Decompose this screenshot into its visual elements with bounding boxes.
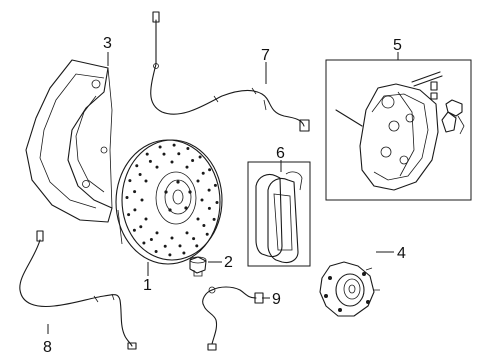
callout-1: 1 bbox=[143, 277, 152, 294]
callout-8: 8 bbox=[43, 339, 52, 356]
drill-hole bbox=[140, 198, 144, 202]
drill-hole bbox=[145, 152, 149, 156]
drill-hole bbox=[127, 213, 131, 217]
drill-hole bbox=[142, 241, 146, 245]
drill-hole bbox=[144, 179, 148, 183]
callout-7: 7 bbox=[261, 47, 270, 64]
drill-hole bbox=[172, 143, 176, 147]
drill-hole bbox=[182, 251, 186, 255]
drill-hole bbox=[195, 244, 199, 248]
drill-hole bbox=[170, 160, 174, 164]
drill-hole bbox=[201, 171, 205, 175]
drill-hole bbox=[208, 168, 212, 172]
drill-hole bbox=[149, 238, 153, 241]
drill-hole bbox=[198, 155, 202, 159]
drill-hole bbox=[192, 237, 196, 241]
wear-sensor-wire-rear[interactable] bbox=[19, 230, 137, 350]
drill-hole bbox=[177, 152, 181, 156]
callout-6: 6 bbox=[276, 145, 285, 162]
brake-rotor[interactable] bbox=[115, 139, 223, 265]
drill-hole bbox=[154, 250, 158, 253]
drill-hole bbox=[200, 198, 204, 202]
callout-leaders bbox=[47, 52, 399, 334]
drill-hole bbox=[144, 217, 148, 221]
callout-numbers: 1 2 3 4 5 6 7 8 9 bbox=[43, 35, 406, 356]
rotor-drill-holes bbox=[125, 143, 219, 257]
drill-hole bbox=[185, 165, 189, 169]
caliper-bleeder[interactable] bbox=[430, 81, 438, 100]
drill-hole bbox=[139, 225, 143, 229]
drill-hole bbox=[128, 179, 132, 183]
drill-hole bbox=[158, 145, 162, 149]
rotor-bolt-holes bbox=[164, 180, 192, 212]
drill-hole bbox=[155, 165, 159, 169]
drill-hole bbox=[170, 236, 174, 240]
drill-hole bbox=[196, 179, 200, 183]
rotor-screw[interactable] bbox=[189, 256, 207, 277]
drill-hole bbox=[148, 159, 152, 163]
drill-hole bbox=[196, 217, 200, 221]
drill-hole bbox=[212, 217, 216, 221]
pad-retainer-clip[interactable] bbox=[441, 99, 465, 135]
drill-hole bbox=[215, 201, 219, 204]
brake-pad-set[interactable] bbox=[255, 171, 303, 264]
drill-hole bbox=[168, 253, 172, 257]
drill-hole bbox=[125, 196, 129, 199]
callout-5: 5 bbox=[393, 37, 402, 54]
drill-hole bbox=[162, 152, 166, 156]
drill-hole bbox=[138, 173, 142, 176]
brake-caliper[interactable] bbox=[359, 83, 439, 191]
drill-hole bbox=[155, 231, 159, 235]
drill-hole bbox=[202, 224, 206, 227]
brake-pad-group-box bbox=[247, 161, 311, 267]
splash-shield[interactable] bbox=[25, 59, 113, 223]
drill-hole bbox=[178, 244, 182, 248]
drill-hole bbox=[133, 190, 137, 194]
wear-sensor-wire-front[interactable] bbox=[202, 286, 264, 351]
drill-hole bbox=[163, 244, 167, 248]
wear-sensor-wire-upper[interactable] bbox=[150, 11, 310, 132]
wheel-hub[interactable] bbox=[319, 261, 380, 317]
caliper-guide-pin[interactable] bbox=[411, 71, 443, 87]
drill-hole bbox=[185, 231, 189, 235]
callout-3: 3 bbox=[103, 35, 112, 52]
drill-hole bbox=[207, 206, 211, 210]
caliper-group-box bbox=[325, 59, 472, 201]
drill-hole bbox=[207, 188, 211, 192]
callout-2: 2 bbox=[224, 254, 233, 271]
callout-4: 4 bbox=[397, 245, 406, 262]
drill-hole bbox=[133, 208, 137, 212]
drill-hole bbox=[132, 228, 136, 232]
drill-hole bbox=[213, 183, 217, 187]
drill-hole bbox=[205, 232, 209, 236]
drill-hole bbox=[135, 164, 139, 168]
drill-hole bbox=[191, 159, 195, 162]
caliper-bolt[interactable] bbox=[335, 109, 363, 127]
drill-hole bbox=[186, 147, 190, 150]
callout-9: 9 bbox=[272, 291, 281, 308]
